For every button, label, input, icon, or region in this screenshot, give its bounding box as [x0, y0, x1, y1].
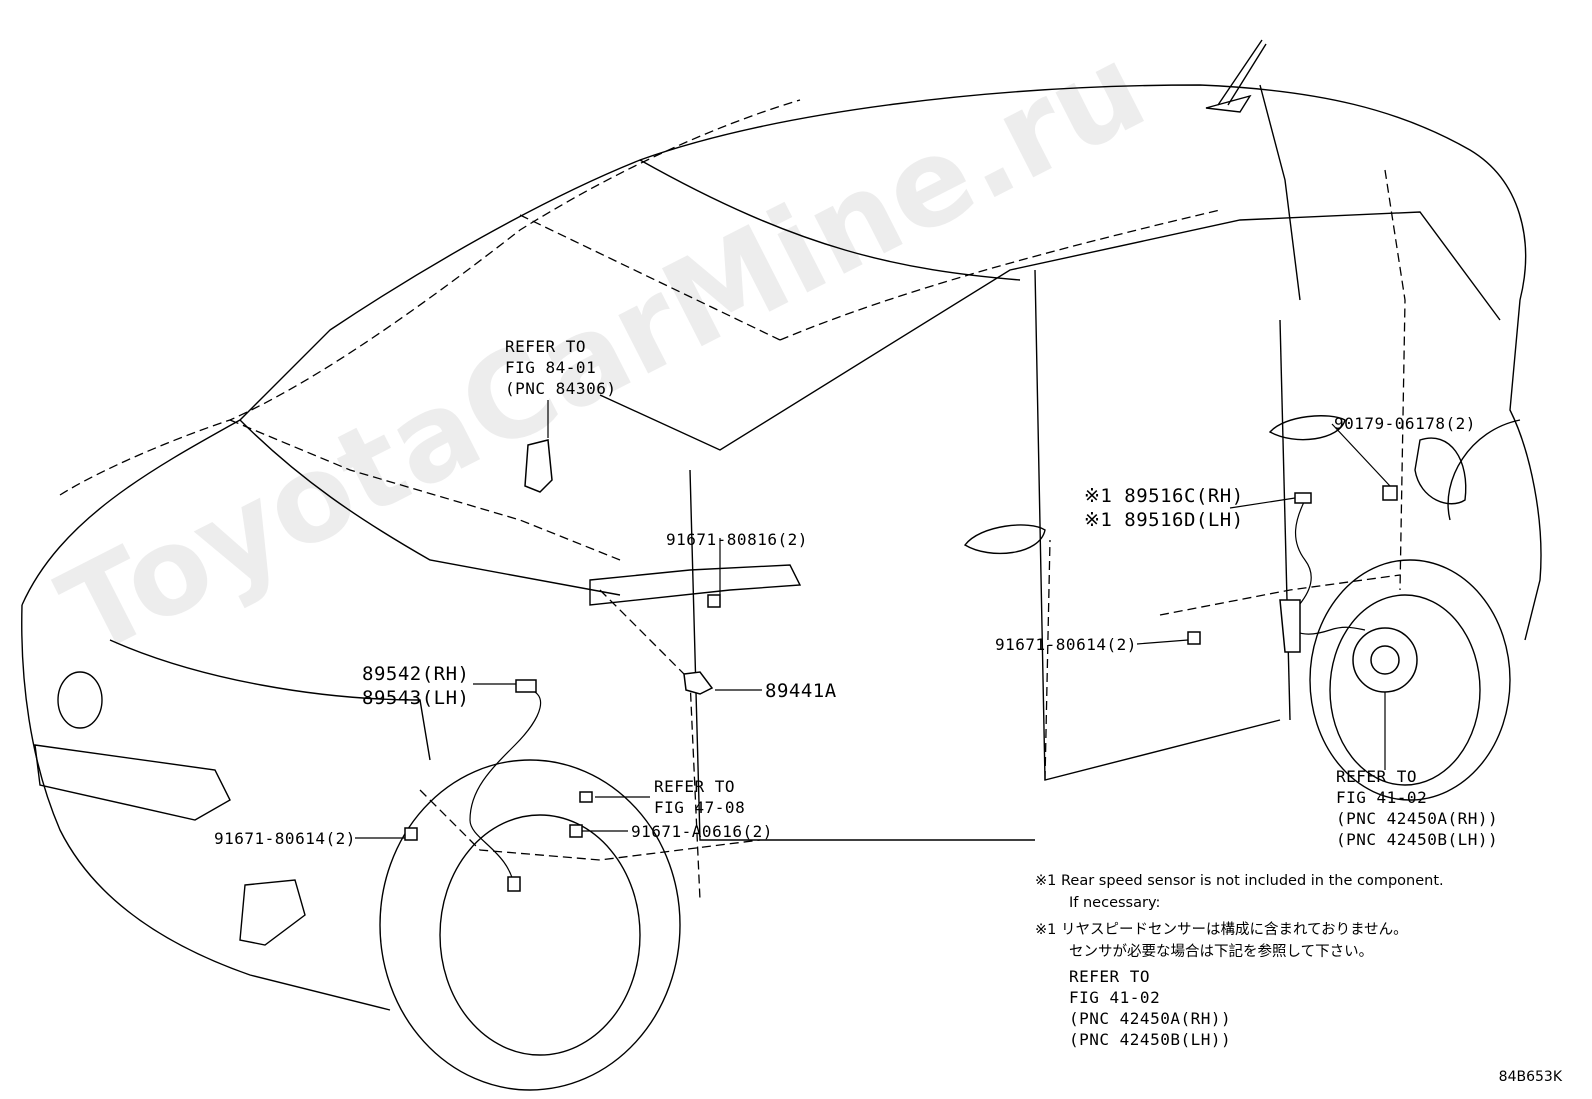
- callout-bolt-a0616: 91671-A0616(2): [631, 822, 773, 841]
- footnote-mark: ※1: [1035, 873, 1057, 889]
- callout-bolt-80614-rear: 91671-80614(2): [995, 635, 1137, 654]
- part-84306: [524, 439, 553, 493]
- footnote-refer-line1: REFER TO: [1069, 967, 1151, 986]
- footnote-japanese-text: リヤスピードセンサーは構成に含まれておりません。: [1060, 922, 1408, 938]
- callout-refer-41-02-line1: REFER TO: [1336, 767, 1418, 786]
- part-bolt-front-1: [404, 827, 418, 841]
- part-89441a: [683, 671, 714, 695]
- callout-front-sensor-lh: 89543(LH): [362, 687, 470, 709]
- callout-bolt-80816: 91671-80816(2): [666, 530, 808, 549]
- callout-refer-84-01: REFER TO FIG 84-01 (PNC 84306): [505, 336, 616, 399]
- front-wheel: [379, 759, 681, 1091]
- leader-lines: [355, 400, 1391, 839]
- callout-refer-84-01-line2: FIG 84-01: [505, 358, 597, 377]
- part-clip-06178: [1382, 485, 1398, 501]
- footnote-refer-line4: (PNC 42450B(LH)): [1069, 1030, 1232, 1049]
- callout-refer-41-02-line3: (PNC 42450A(RH)): [1336, 809, 1499, 828]
- footnote-english: ※1 Rear speed sensor is not included in …: [1035, 870, 1444, 914]
- footnote-japanese-line1: ※1 リヤスピードセンサーは構成に含まれておりません。: [1035, 919, 1408, 941]
- callout-front-speed-sensor: 89542(RH) 89543(LH): [362, 662, 469, 710]
- callout-refer-47-08-line2: FIG 47-08: [654, 798, 746, 817]
- footnote-english-line2: If necessary:: [1069, 895, 1161, 911]
- callout-front-sensor-rh: 89542(RH): [362, 663, 470, 685]
- callout-rear-sensor-lh: ※1 89516D(LH): [1084, 509, 1244, 531]
- footnote-refer-line2: FIG 41-02: [1069, 988, 1161, 1007]
- callout-refer-41-02-line4: (PNC 42450B(LH)): [1336, 830, 1499, 849]
- callout-refer-47-08: REFER TO FIG 47-08: [654, 776, 745, 818]
- footnote-japanese: ※1 リヤスピードセンサーは構成に含まれておりません。 センサが必要な場合は下記…: [1035, 919, 1408, 963]
- footnote-english-line1: ※1 Rear speed sensor is not included in …: [1035, 870, 1444, 892]
- callout-refer-41-02: REFER TO FIG 41-02 (PNC 42450A(RH)) (PNC…: [1336, 766, 1498, 850]
- callout-rear-speed-sensor: ※1 89516C(RH) ※1 89516D(LH): [1084, 484, 1244, 532]
- callout-refer-84-01-line1: REFER TO: [505, 337, 587, 356]
- callout-clip-06178: 90179-06178(2): [1334, 414, 1476, 433]
- callout-refer-47-08-line1: REFER TO: [654, 777, 736, 796]
- part-bolt-front-2: [579, 791, 593, 803]
- part-bolt-front-3: [569, 824, 583, 838]
- footnote-japanese-line2: センサが必要な場合は下記を参照して下さい。: [1069, 944, 1374, 960]
- car-body-outline: [21, 39, 1542, 1011]
- callout-89441a: 89441A: [765, 680, 837, 702]
- diagram-code: 84B653K: [1498, 1069, 1562, 1085]
- callout-refer-84-01-line3: (PNC 84306): [505, 379, 617, 398]
- part-front-sensor-wire: [469, 687, 542, 891]
- callout-rear-sensor-rh: ※1 89516C(RH): [1084, 485, 1244, 507]
- callout-refer-41-02-line2: FIG 41-02: [1336, 788, 1428, 807]
- part-bolt-a-pillar: [707, 594, 721, 608]
- parts: [404, 439, 1398, 892]
- rear-wheel: [1309, 559, 1511, 801]
- footnote-mark: ※1: [1035, 922, 1057, 938]
- footnote-refer-line3: (PNC 42450A(RH)): [1069, 1009, 1232, 1028]
- callout-bolt-80614-front: 91671-80614(2): [214, 829, 356, 848]
- hidden-lines: [59, 99, 1406, 901]
- part-bolt-rear: [1187, 631, 1201, 645]
- footnote-english-text: Rear speed sensor is not included in the…: [1060, 873, 1444, 889]
- footnote-refer: REFER TO FIG 41-02 (PNC 42450A(RH)) (PNC…: [1069, 966, 1231, 1050]
